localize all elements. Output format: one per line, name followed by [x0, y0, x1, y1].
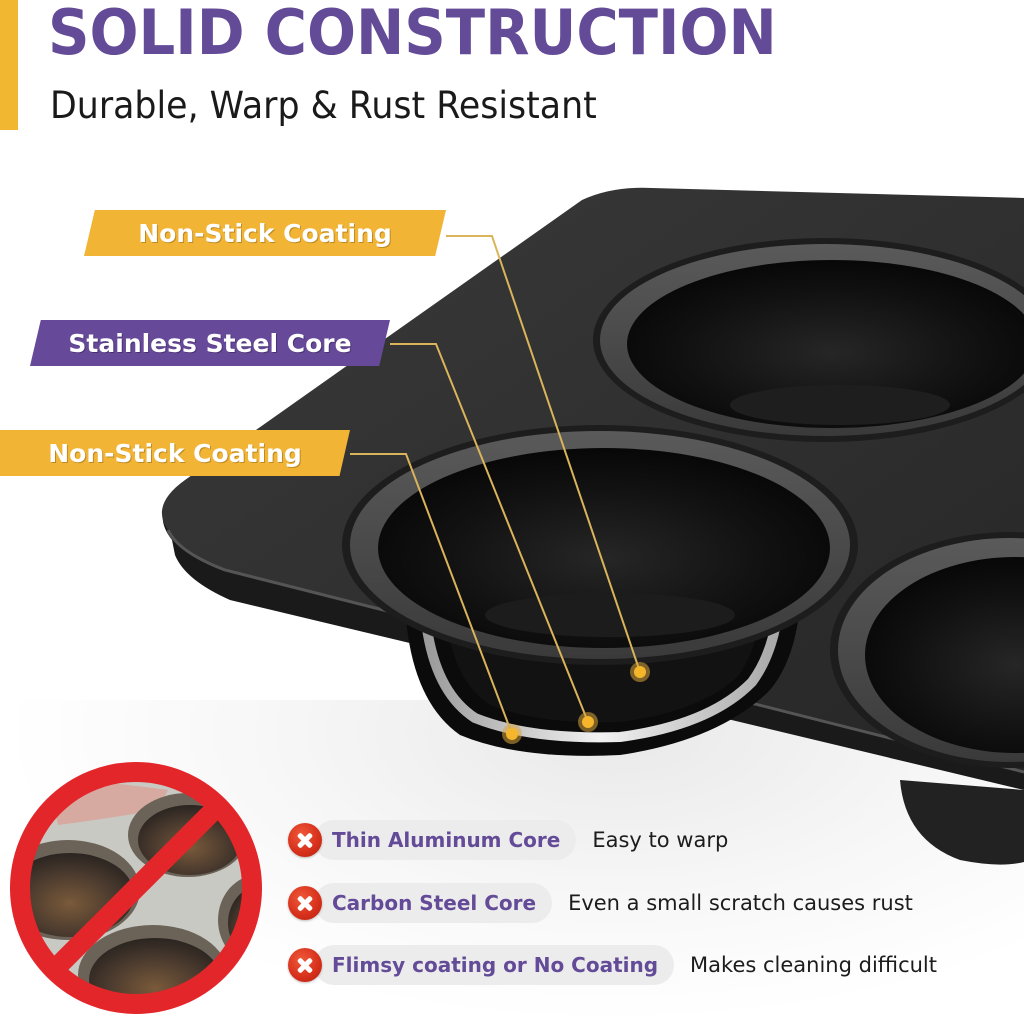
page-title: SOLID CONSTRUCTION — [48, 0, 777, 69]
x-circle-icon — [288, 886, 322, 920]
prohibited-sign-icon — [10, 762, 262, 1014]
callout-stainless-steel-core: Stainless Steel Core — [30, 320, 390, 366]
comparison-row: Thin Aluminum Core Easy to warp — [288, 818, 728, 862]
comparison-row: Flimsy coating or No Coating Makes clean… — [288, 943, 937, 987]
comparison-label: Flimsy coating or No Coating — [314, 945, 675, 985]
comparison-label: Thin Aluminum Core — [314, 820, 577, 860]
page-subtitle: Durable, Warp & Rust Resistant — [50, 84, 597, 127]
comparison-label: Carbon Steel Core — [314, 883, 553, 923]
callout-non-stick-coating-outer: Non-Stick Coating — [0, 430, 350, 476]
accent-bar — [0, 0, 18, 130]
comparison-description: Makes cleaning difficult — [690, 953, 938, 977]
comparison-description: Easy to warp — [592, 828, 729, 852]
comparison-row: Carbon Steel Core Even a small scratch c… — [288, 881, 913, 925]
callout-non-stick-coating-inner: Non-Stick Coating — [84, 210, 446, 256]
x-circle-icon — [288, 823, 322, 857]
comparison-description: Even a small scratch causes rust — [568, 891, 913, 915]
x-circle-icon — [288, 948, 322, 982]
